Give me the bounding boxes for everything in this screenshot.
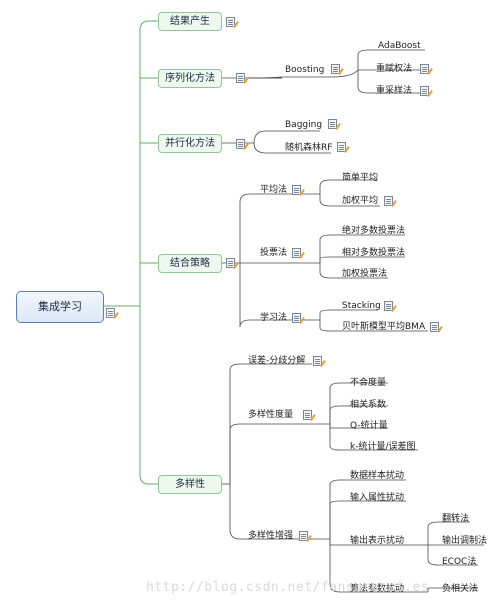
node-disagreement-measure[interactable]: 不合度量 [350,378,387,388]
node-adaboost[interactable]: AdaBoost [378,41,421,51]
note-icon[interactable] [384,301,393,311]
node-kappa-statistic[interactable]: k-统计量/误差图 [350,442,416,452]
note-icon[interactable] [226,17,235,27]
root-node[interactable]: 集成学习 [16,291,104,323]
node-weighted-voting[interactable]: 加权投票法 [342,269,388,279]
note-icon[interactable] [226,258,235,268]
node-bma[interactable]: 贝叶斯模型平均BMA [342,322,426,332]
node-error-ambiguity-decomposition[interactable]: 误差-分歧分解 [248,356,306,366]
category-parallel[interactable]: 并行化方法 [158,134,222,153]
node-boosting[interactable]: Boosting [285,65,325,75]
node-correlation-coefficient[interactable]: 相关系数 [350,400,387,410]
node-resample[interactable]: 重采样法 [376,86,413,96]
category-result[interactable]: 结果产生 [158,12,222,31]
note-icon[interactable] [292,313,301,323]
node-average[interactable]: 平均法 [260,185,288,195]
node-reweight[interactable]: 重赋权法 [376,64,413,74]
note-icon[interactable] [292,185,301,195]
node-diversity-enhancement[interactable]: 多样性增强 [248,531,294,541]
category-diversity[interactable]: 多样性 [158,475,222,494]
node-random-forest[interactable]: 随机森林RF [285,143,333,153]
node-diversity-measure[interactable]: 多样性度量 [248,410,294,420]
note-icon[interactable] [313,356,322,366]
node-simple-average[interactable]: 简单平均 [342,173,379,183]
watermark: http://blog.csdn.net/fansuressi.es [146,580,430,595]
node-ecoc[interactable]: ECOC法 [442,557,477,567]
node-input-attribute-perturbation[interactable]: 输入属性扰动 [350,493,405,503]
note-icon[interactable] [337,142,346,152]
node-data-sample-perturbation[interactable]: 数据样本扰动 [350,471,405,481]
node-absolute-majority-voting[interactable]: 绝对多数投票法 [342,226,406,236]
note-icon[interactable] [328,119,337,129]
category-sequential[interactable]: 序列化方法 [158,69,222,88]
node-bagging[interactable]: Bagging [285,120,323,130]
category-strategy[interactable]: 结合策略 [158,254,222,273]
node-output-representation-perturbation[interactable]: 输出表示扰动 [350,536,405,546]
note-icon[interactable] [106,308,115,318]
node-output-modulation[interactable]: 输出调制法 [442,536,488,546]
node-algorithm-parameter-perturbation[interactable]: 算法参数扰动 [350,584,405,594]
note-icon[interactable] [420,64,429,74]
note-icon[interactable] [303,410,312,420]
node-weighted-average[interactable]: 加权平均 [342,196,379,206]
note-icon[interactable] [384,196,393,206]
note-icon[interactable] [430,322,439,332]
note-icon[interactable] [299,531,308,541]
note-icon[interactable] [292,248,301,258]
node-voting[interactable]: 投票法 [260,248,288,258]
note-icon[interactable] [236,139,245,149]
node-learning[interactable]: 学习法 [260,313,288,323]
node-relative-majority-voting[interactable]: 相对多数投票法 [342,248,406,258]
node-q-statistic[interactable]: Q-统计量 [350,421,388,431]
note-icon[interactable] [236,73,245,83]
note-icon[interactable] [420,86,429,96]
node-stacking[interactable]: Stacking [342,301,381,311]
note-icon[interactable] [331,64,340,74]
node-flipping[interactable]: 翻转法 [442,514,470,524]
node-negative-correlation[interactable]: 负相关法 [442,584,479,594]
